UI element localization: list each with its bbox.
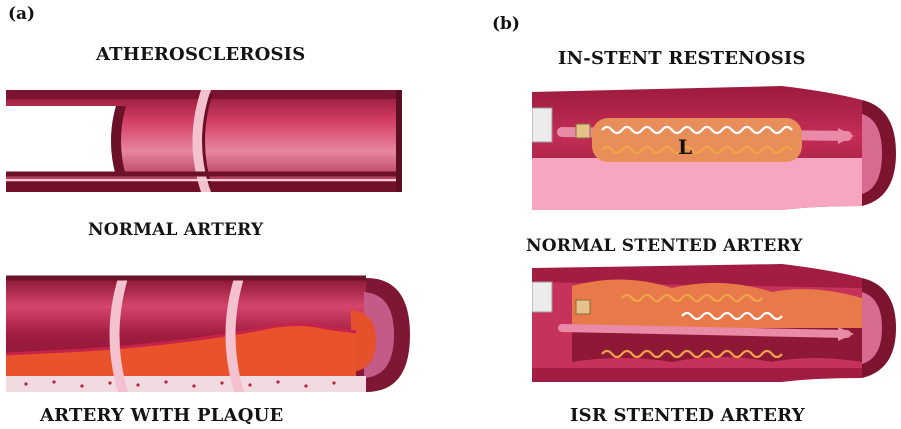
normal-artery-illustration (6, 86, 402, 196)
panel-label-b: (b) (492, 14, 520, 34)
stented-artery-lower-lumen (532, 158, 862, 210)
normal-artery-lumen-opening (6, 106, 116, 176)
panel-a: (a) ATHEROSCLEROSIS NORMAL ARTERY (0, 0, 440, 429)
isr-stented-artery-illustration (532, 258, 896, 390)
caption-artery-with-plaque: ARTERY WITH PLAQUE (40, 405, 283, 426)
panel-b: (b) IN-STENT RESTENOSIS L NORMAL STENTED… (470, 0, 901, 429)
normal-stented-artery-illustration: L (532, 78, 896, 218)
caption-isr-stented-artery: ISR STENTED ARTERY (570, 405, 805, 426)
isr-stent-marker (576, 300, 590, 314)
caption-normal-artery: NORMAL ARTERY (88, 220, 263, 240)
stent-balloon-marker (576, 124, 590, 138)
lumen-marker-label: L (678, 135, 692, 159)
stent-body (592, 118, 802, 162)
plaque-artery-illustration (6, 270, 410, 400)
title-in-stent-restenosis: IN-STENT RESTENOSIS (558, 48, 806, 69)
panel-label-a: (a) (8, 4, 35, 24)
title-atherosclerosis: ATHEROSCLEROSIS (96, 44, 306, 65)
catheter-tip (532, 108, 552, 142)
caption-normal-stented-artery: NORMAL STENTED ARTERY (526, 236, 803, 256)
isr-catheter-tip (532, 282, 552, 312)
plaque-artery-outer-layer (6, 376, 366, 392)
